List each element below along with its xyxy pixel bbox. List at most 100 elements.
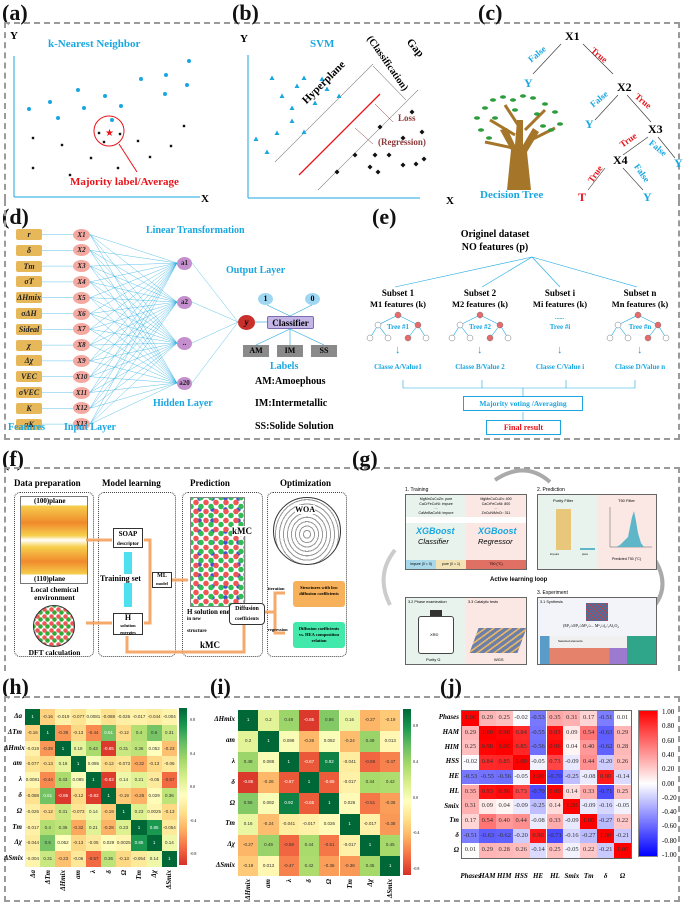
knn-point-class-b <box>60 143 64 147</box>
stage-data-preparation: Data preparation <box>14 478 81 488</box>
heatmap-row-label: ΔSmix <box>215 861 235 869</box>
heatmap-cell: -0.017 <box>25 819 41 836</box>
heatmap-cell: -0.44 <box>40 772 56 788</box>
heatmap-cell: -0.13 <box>161 803 177 820</box>
knn-point-class-a <box>163 92 167 96</box>
heatmap-col-label: ΔSmix <box>165 870 174 890</box>
input-hidden-edge <box>89 301 178 330</box>
tree-leaf-y-3: Y <box>674 156 683 170</box>
heatmap-cell: -0.51 <box>462 828 479 844</box>
active-learning-loop-arrows <box>381 468 665 607</box>
xgboost-classifier-title: XGBoost <box>416 526 455 536</box>
tree-leaf <box>492 116 498 120</box>
panel-label-f: (f) <box>2 446 24 471</box>
knn-neighborhood-circle <box>93 115 125 147</box>
tree-leaf <box>534 112 540 116</box>
heatmap-cell: -0.12 <box>40 803 56 820</box>
colorbar-tick: 0.20 <box>662 765 675 774</box>
colorbar-tick: -0.40 <box>662 808 677 817</box>
heatmap-cell: -0.26 <box>298 730 320 752</box>
heatmap-cell: 0.31 <box>55 803 71 820</box>
synthesis-title: 3.1 Synthesis <box>540 600 563 604</box>
heatmap-cell: 0.61 <box>101 724 117 741</box>
hidden-layer-label: Hidden Layer <box>153 398 213 409</box>
knn-point-class-a <box>164 73 168 77</box>
heatmap-row-label: HL <box>449 786 459 795</box>
heatmap-cell: 0.42 <box>380 772 401 794</box>
classifier-label: Classifier <box>418 537 449 546</box>
colorbar-tick: 0.00 <box>662 779 675 788</box>
kmc-label-bottom: kMC <box>200 640 220 650</box>
feature-box: σVEC <box>16 387 42 398</box>
heatmap-cell: -0.05 <box>85 835 101 852</box>
heatmap-cell: 1.00 <box>563 799 581 814</box>
heatmap-col-label: ΔTm <box>43 870 52 885</box>
tree-leaf <box>530 96 536 100</box>
purity-bar-impure <box>556 509 571 550</box>
heatmap-cell: 0.92 <box>319 751 340 773</box>
tree-leaf <box>510 98 516 102</box>
heatmap-cell: -0.56 <box>529 740 547 756</box>
kmc-label-top: kMC <box>232 526 252 536</box>
heatmap-cell: -0.02 <box>512 711 530 726</box>
heatmap-cell: 0.35 <box>546 711 564 726</box>
heatmap-cell: -0.83 <box>85 788 101 804</box>
tree-leaf-y-4: Y <box>643 190 652 204</box>
heatmap-col-label: Ω <box>119 870 128 876</box>
knn-point-class-a <box>56 116 60 120</box>
knn-point-class-a <box>187 59 191 63</box>
heatmap-cell: -0.017 <box>359 814 381 835</box>
majority-voting-box: Majority voting /Averaging <box>463 396 583 411</box>
svm-point-class-b <box>421 156 427 162</box>
svm-point-class-b <box>400 135 406 141</box>
heatmap-cell: 0.49 <box>359 730 381 752</box>
heatmap-cell: 1.00 <box>597 828 615 844</box>
heatmap-cell: 1 <box>70 756 86 773</box>
train-left-1: CaCrFeCoNi: impure <box>419 501 453 506</box>
heatmap-cell: -0.06 <box>70 851 86 867</box>
input-hidden-edge <box>89 301 178 409</box>
heatmap-col-label: λ <box>89 870 98 874</box>
regression-label: regression <box>268 627 288 632</box>
subset-arrow-icon: ↓ <box>477 344 483 356</box>
heatmap-cell: -0.28 <box>101 819 117 836</box>
heatmap-cell: -0.83 <box>101 772 117 788</box>
svm-point-class-b <box>400 162 406 168</box>
knn-point-class-b <box>31 136 35 140</box>
train-right-3: ZnCuNiMnCr: 311 <box>481 510 511 515</box>
spinel-structure-icon <box>586 603 608 621</box>
t50-chip: T50 (°C) <box>466 560 526 569</box>
heatmap-row-label: Ω <box>453 845 459 854</box>
input-hidden-edge <box>89 301 178 377</box>
soap-line-1: SOAP <box>118 530 138 538</box>
heatmap-cell: 0.18 <box>55 756 71 773</box>
heatmap-cell: 0.56 <box>238 793 259 814</box>
heatmap-cell: -0.20 <box>512 828 530 844</box>
heatmap-cell: 0.085 <box>85 756 101 773</box>
plane-110-label: (110)plane <box>34 575 66 583</box>
optimization-box <box>267 492 347 657</box>
heatmap-row-label: Δa <box>14 711 22 720</box>
input-hidden-edge <box>89 262 178 425</box>
subset-features: Mn features (k) <box>611 299 669 309</box>
input-node: X9 <box>73 354 90 367</box>
heatmap-cell: -0.24 <box>339 730 360 752</box>
svm-point-class-b <box>377 124 383 130</box>
colorbar-tick: 0.40 <box>662 750 675 759</box>
input-hidden-edge <box>89 265 178 303</box>
h-new-line-1: H solution energies <box>187 608 245 616</box>
heatmap-col-label: ΔSmix <box>386 879 395 899</box>
heatmap-cell: 0.16 <box>339 710 360 731</box>
heatmap-cell: 0.90 <box>529 828 547 844</box>
heatmap-cell: 0.90 <box>597 769 615 785</box>
heatmap-cell: -0.09 <box>563 813 581 829</box>
input-hidden-edge <box>89 382 178 425</box>
heatmap-col-label: δ <box>603 872 608 880</box>
tree-node-x4: X4 <box>613 153 628 167</box>
heatmap-cell: -0.08 <box>580 769 598 785</box>
input-node: X7 <box>73 323 90 336</box>
heatmap-cell: 0.18 <box>70 740 86 757</box>
heatmap-cell: -0.32 <box>131 756 147 773</box>
input-hidden-edge <box>89 281 178 303</box>
